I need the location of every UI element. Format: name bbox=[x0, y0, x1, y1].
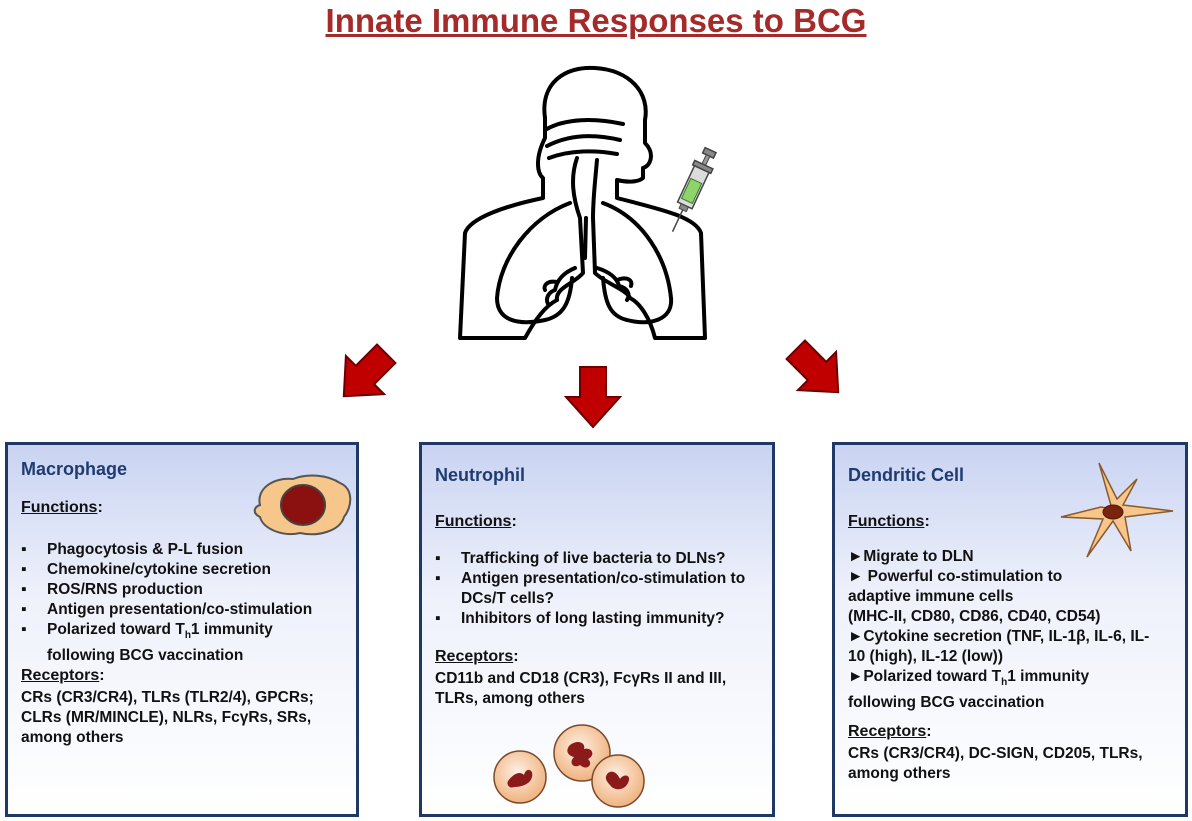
dendritic-receptors: CRs (CR3/CR4), DC-SIGN, CD205, TLRs, amo… bbox=[848, 745, 1143, 782]
list-item: ▪ROS/RNS production bbox=[21, 581, 203, 598]
macrophage-title: Macrophage bbox=[21, 459, 128, 479]
dendritic-receptors-heading: Receptors: bbox=[848, 723, 932, 740]
neutrophil-title: Neutrophil bbox=[435, 465, 525, 485]
dendritic-functions-heading: Functions: bbox=[848, 513, 930, 530]
page-title: Innate Immune Responses to BCG bbox=[325, 2, 867, 39]
list-item: ▪Phagocytosis & P-L fusion bbox=[21, 541, 244, 558]
dendritic-cell-icon bbox=[1060, 462, 1174, 558]
dendritic-card: Dendritic Cell Functions: ►Migrate to DL… bbox=[832, 442, 1188, 817]
macrophage-receptors-heading: Receptors: bbox=[21, 667, 105, 684]
macrophage-card: Macrophage Functions: ▪Phagocytosis & P-… bbox=[5, 442, 359, 817]
dendritic-functions: ►Migrate to DLN ► Powerful co-stimulatio… bbox=[848, 548, 1150, 665]
arrow-icon bbox=[785, 339, 840, 394]
list-item: ▪Chemokine/cytokine secretion bbox=[21, 561, 271, 578]
list-item: ▪Antigen presentation/co-stimulation bbox=[21, 601, 313, 618]
neutrophil-card: Neutrophil Functions: ▪Trafficking of li… bbox=[419, 442, 775, 817]
macrophage-functions-list: ▪Phagocytosis & P-L fusion ▪Chemokine/cy… bbox=[21, 540, 312, 666]
list-item: ▪Inhibitors of long lasting immunity? bbox=[435, 610, 725, 627]
macrophage-icon bbox=[253, 474, 352, 536]
arrow-icon bbox=[342, 343, 397, 398]
dendritic-title: Dendritic Cell bbox=[848, 465, 965, 485]
respiratory-tract-icon bbox=[458, 65, 707, 340]
neutrophil-receptors: CD11b and CD18 (CR3), FcγRs II and III, … bbox=[435, 670, 727, 707]
neutrophil-functions-list: ▪Trafficking of live bacteria to DLNs? ▪… bbox=[435, 549, 755, 629]
neutrophil-icon bbox=[493, 724, 645, 808]
neutrophil-receptors-heading: Receptors: bbox=[435, 648, 519, 665]
syringe-icon bbox=[671, 146, 718, 233]
macrophage-receptors: CRs (CR3/CR4), TLRs (TLR2/4), GPCRs; CLR… bbox=[21, 689, 314, 746]
neutrophil-functions-heading: Functions: bbox=[435, 513, 517, 530]
arrow-icon bbox=[563, 366, 623, 429]
list-item: ▪Trafficking of live bacteria to DLNs? bbox=[435, 550, 726, 567]
macrophage-functions-heading: Functions: bbox=[21, 499, 103, 516]
list-item: ▪Antigen presentation/co-stimulation to … bbox=[435, 570, 746, 607]
